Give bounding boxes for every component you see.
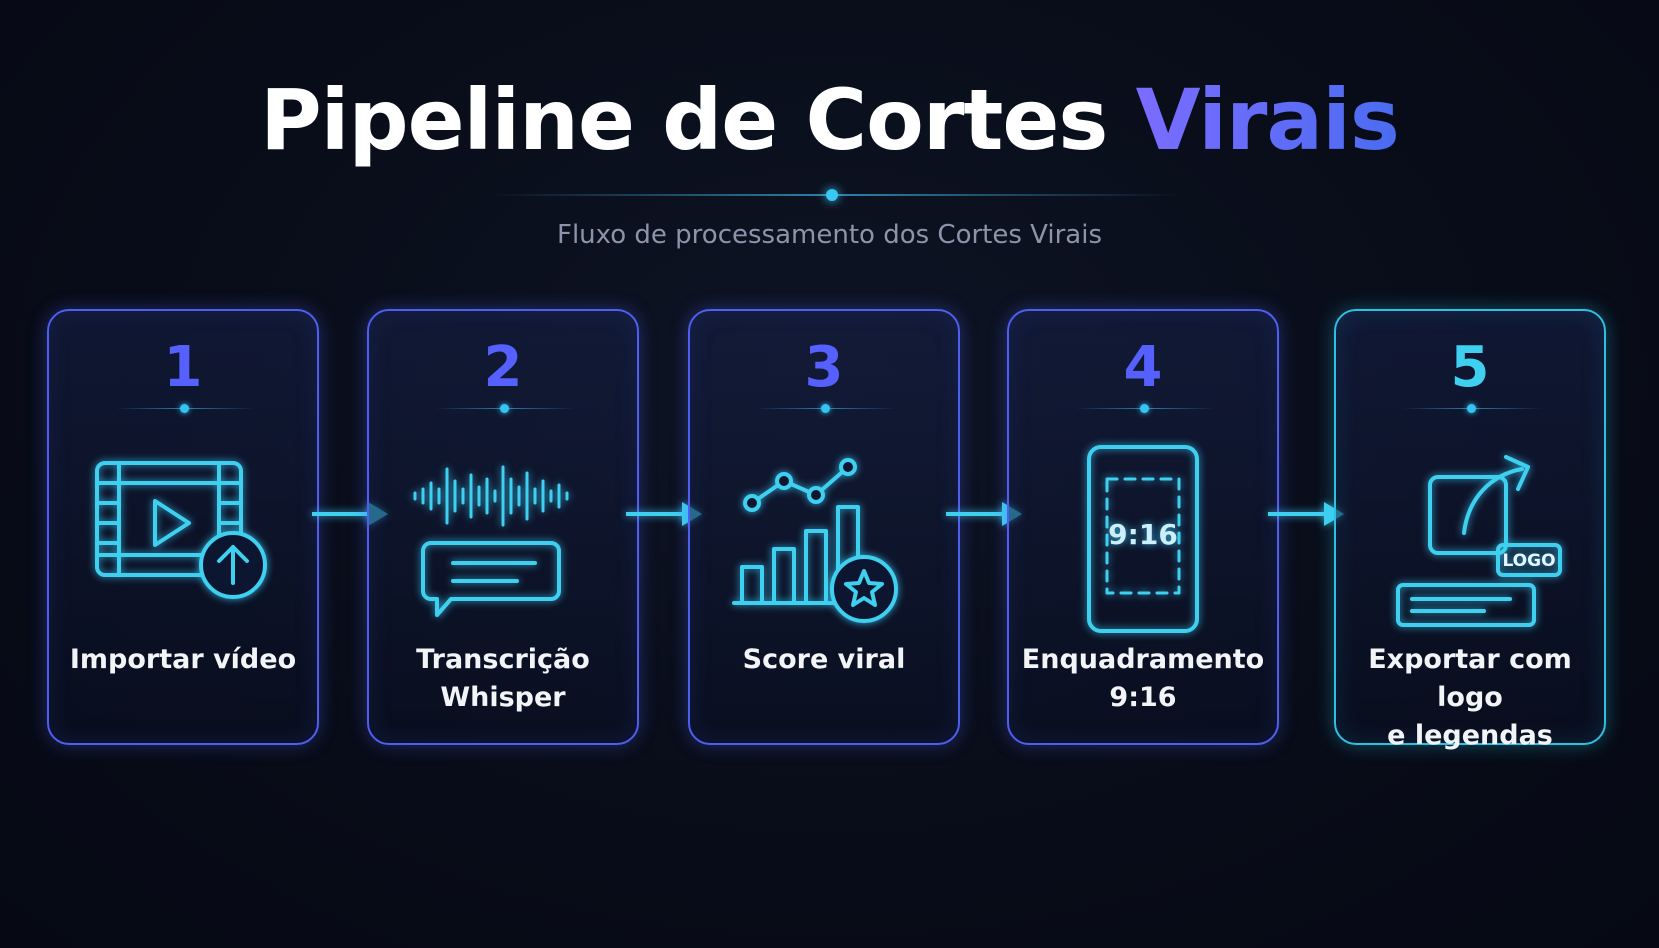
- step-number: 4: [1123, 335, 1163, 400]
- step-card-4: 4 9:16 Enquadramento 9:16: [1007, 309, 1279, 745]
- step-number: 2: [483, 335, 523, 400]
- video-upload-icon: [95, 461, 267, 599]
- step-card-1: 1 Importar vídeo: [47, 309, 319, 745]
- aspect-ratio-text: 9:16: [1108, 518, 1178, 551]
- title-accent: Virais: [1135, 71, 1400, 169]
- step-label: Exportar com logo e legendas: [1368, 644, 1572, 751]
- card-divider-dot: [500, 404, 509, 413]
- title-main: Pipeline de Cortes: [260, 71, 1108, 169]
- chart-star-icon: [732, 458, 898, 623]
- export-logo-icon: LOGO: [1396, 455, 1562, 627]
- step-label: Transcrição Whisper: [416, 644, 590, 713]
- divider-dot: [826, 189, 838, 201]
- step-label: Enquadramento 9:16: [1021, 644, 1265, 713]
- step-card-5: 5 LOGO Exportar com logo e legendas: [1334, 309, 1606, 751]
- step-number: 1: [163, 335, 203, 400]
- step-card-2: 2 Transcrição: [367, 309, 639, 745]
- step-label: Importar vídeo: [69, 644, 297, 675]
- step-number: 5: [1450, 335, 1490, 400]
- card-divider-dot: [821, 404, 830, 413]
- card-divider-dot: [1467, 404, 1476, 413]
- step-label: Score viral: [742, 644, 906, 675]
- logo-badge-text: LOGO: [1502, 551, 1555, 571]
- step-card-3: 3 Score viral: [688, 309, 960, 745]
- page-title: Pipeline de Cortes Virais: [0, 78, 1659, 162]
- card-divider-dot: [180, 404, 189, 413]
- step-number: 3: [804, 335, 844, 400]
- phone-frame-icon: 9:16: [1087, 445, 1199, 633]
- waveform-transcript-icon: [413, 465, 569, 617]
- card-divider-dot: [1140, 404, 1149, 413]
- subtitle: Fluxo de processamento dos Cortes Virais: [557, 220, 1102, 250]
